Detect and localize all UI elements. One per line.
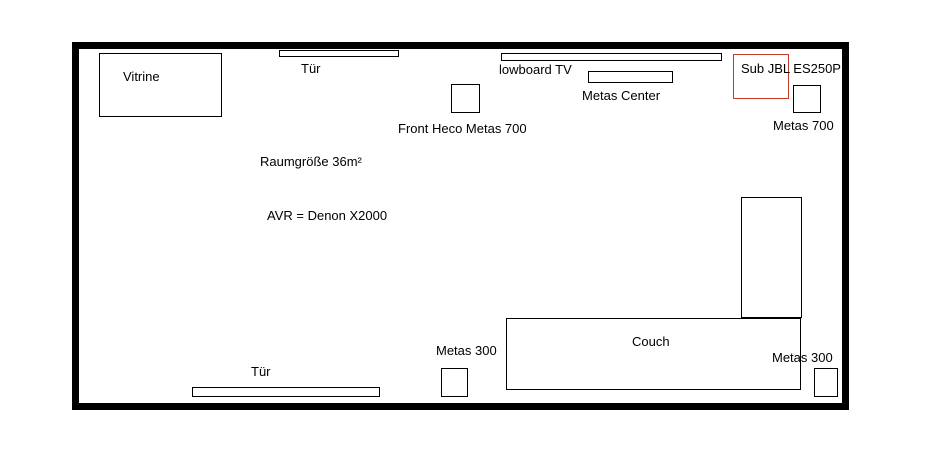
front-right-speaker-box xyxy=(793,85,821,113)
rear-left-speaker-label: Metas 300 xyxy=(436,343,497,358)
room-outline xyxy=(72,42,849,410)
subwoofer-box xyxy=(733,54,789,99)
front-left-speaker-box xyxy=(451,84,480,113)
couch-side-box xyxy=(741,197,802,318)
lowboard-box xyxy=(501,53,722,61)
couch-main-box xyxy=(506,318,801,390)
door-bottom-label: Tür xyxy=(251,364,271,379)
rear-right-speaker-label: Metas 300 xyxy=(772,350,833,365)
avr-label: AVR = Denon X2000 xyxy=(267,208,388,223)
rear-left-speaker-box xyxy=(441,368,468,397)
subwoofer-label: Sub JBL ES250P xyxy=(741,61,841,76)
front-right-speaker-label: Metas 700 xyxy=(773,118,834,133)
vitrine-box xyxy=(99,53,222,117)
door-top-box xyxy=(279,50,399,57)
couch-label: Couch xyxy=(632,334,670,349)
room-size-label: Raumgröße 36m² xyxy=(260,154,362,169)
front-left-speaker-label: Front Heco Metas 700 xyxy=(398,121,527,136)
center-speaker-label: Metas Center xyxy=(582,88,661,103)
door-top-label: Tür xyxy=(301,61,321,76)
center-speaker-box xyxy=(588,71,673,83)
door-bottom-box xyxy=(192,387,380,397)
lowboard-label: lowboard TV xyxy=(499,62,572,77)
rear-right-speaker-box xyxy=(814,368,838,397)
vitrine-label: Vitrine xyxy=(123,69,160,84)
